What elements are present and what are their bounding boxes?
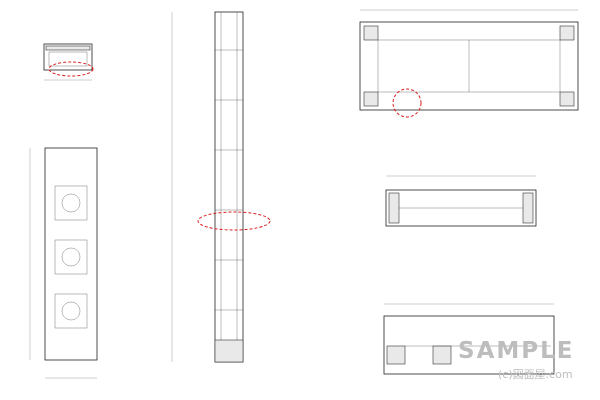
plan-section-a bbox=[359, 9, 579, 118]
section-detail-b bbox=[385, 175, 537, 227]
tall-column-section bbox=[171, 11, 271, 363]
left-elevation-view bbox=[29, 147, 98, 379]
watermark-sample: SAMPLE bbox=[458, 338, 575, 364]
small-plan-detail bbox=[43, 43, 94, 81]
watermark-credit: (c)図面屋.com bbox=[498, 368, 573, 381]
section-detail-c bbox=[383, 303, 555, 375]
